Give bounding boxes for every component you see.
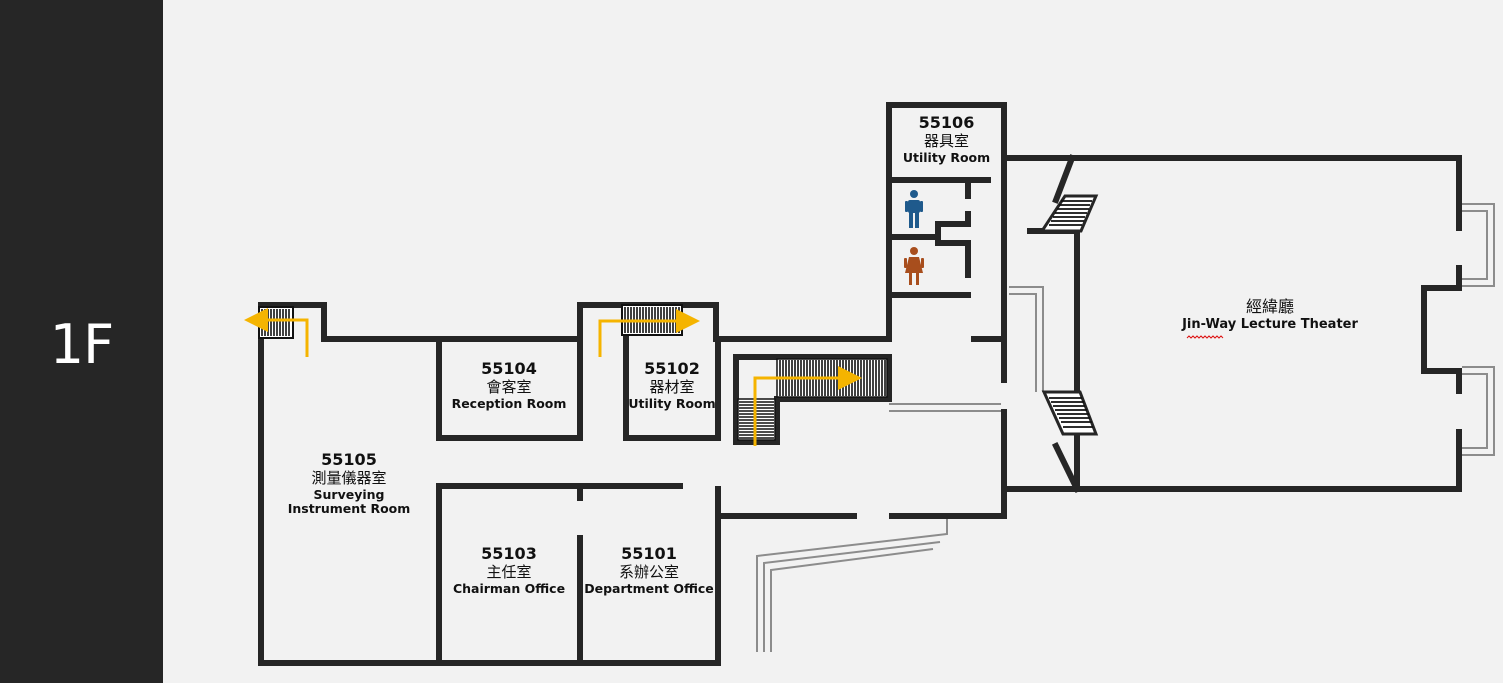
room-number: 55103 bbox=[481, 544, 537, 563]
spellcheck-underline bbox=[1186, 335, 1224, 339]
room-name-en: Chairman Office bbox=[452, 580, 566, 596]
room-number: 55102 bbox=[644, 359, 700, 378]
route-arrow-icon bbox=[598, 309, 700, 357]
room-number: 55105 bbox=[321, 450, 377, 469]
walls bbox=[258, 102, 1462, 666]
room-label-55103: 55103 主任室 Chairman Office bbox=[442, 544, 576, 596]
route-arrow-icon bbox=[753, 366, 862, 446]
room-label-55102: 55102 器材室 Utility Room bbox=[624, 359, 720, 411]
room-name-en: Surveying bbox=[313, 486, 385, 502]
room-name-en: Utility Room bbox=[628, 395, 716, 411]
room-name-zh: 測量儀器室 bbox=[311, 468, 387, 487]
floor-label: 1F bbox=[49, 313, 114, 376]
male-restroom-icon bbox=[905, 190, 923, 228]
room-name-zh: 器材室 bbox=[649, 377, 695, 396]
room-name-zh: 器具室 bbox=[923, 131, 969, 150]
female-restroom-icon bbox=[904, 247, 924, 285]
room-number: 55104 bbox=[481, 359, 537, 378]
room-number: 55106 bbox=[918, 113, 975, 132]
room-name-en: Department Office bbox=[584, 580, 714, 596]
room-label-55101: 55101 系辦公室 Department Office bbox=[582, 544, 716, 596]
floor-sidebar: 1F bbox=[0, 0, 163, 683]
room-name-en: Jin-Way Lecture Theater bbox=[1182, 316, 1358, 332]
room-number: 55101 bbox=[621, 544, 677, 563]
ramp-railings bbox=[756, 203, 1495, 652]
room-label-theater: 經緯廳 Jin-Way Lecture Theater bbox=[1150, 297, 1390, 332]
room-name-zh: 會客室 bbox=[486, 377, 532, 396]
room-label-55105: 55105 測量儀器室 Surveying Instrument Room bbox=[264, 450, 434, 517]
stairs-icon bbox=[1041, 390, 1099, 436]
route-arrow-icon bbox=[244, 308, 309, 357]
room-name-zh: 系辦公室 bbox=[618, 562, 679, 581]
room-name-zh: 經緯廳 bbox=[1245, 297, 1294, 316]
room-label-55106: 55106 器具室 Utility Room bbox=[889, 113, 1004, 165]
room-name-zh: 主任室 bbox=[486, 562, 532, 581]
room-label-55104: 55104 會客室 Reception Room bbox=[442, 359, 576, 411]
room-name-en: Utility Room bbox=[902, 149, 991, 165]
room-name-en: Reception Room bbox=[451, 395, 567, 411]
stairs-icon bbox=[1039, 194, 1099, 233]
room-name-en: Instrument Room bbox=[287, 501, 411, 517]
stairs-icon bbox=[258, 306, 294, 339]
